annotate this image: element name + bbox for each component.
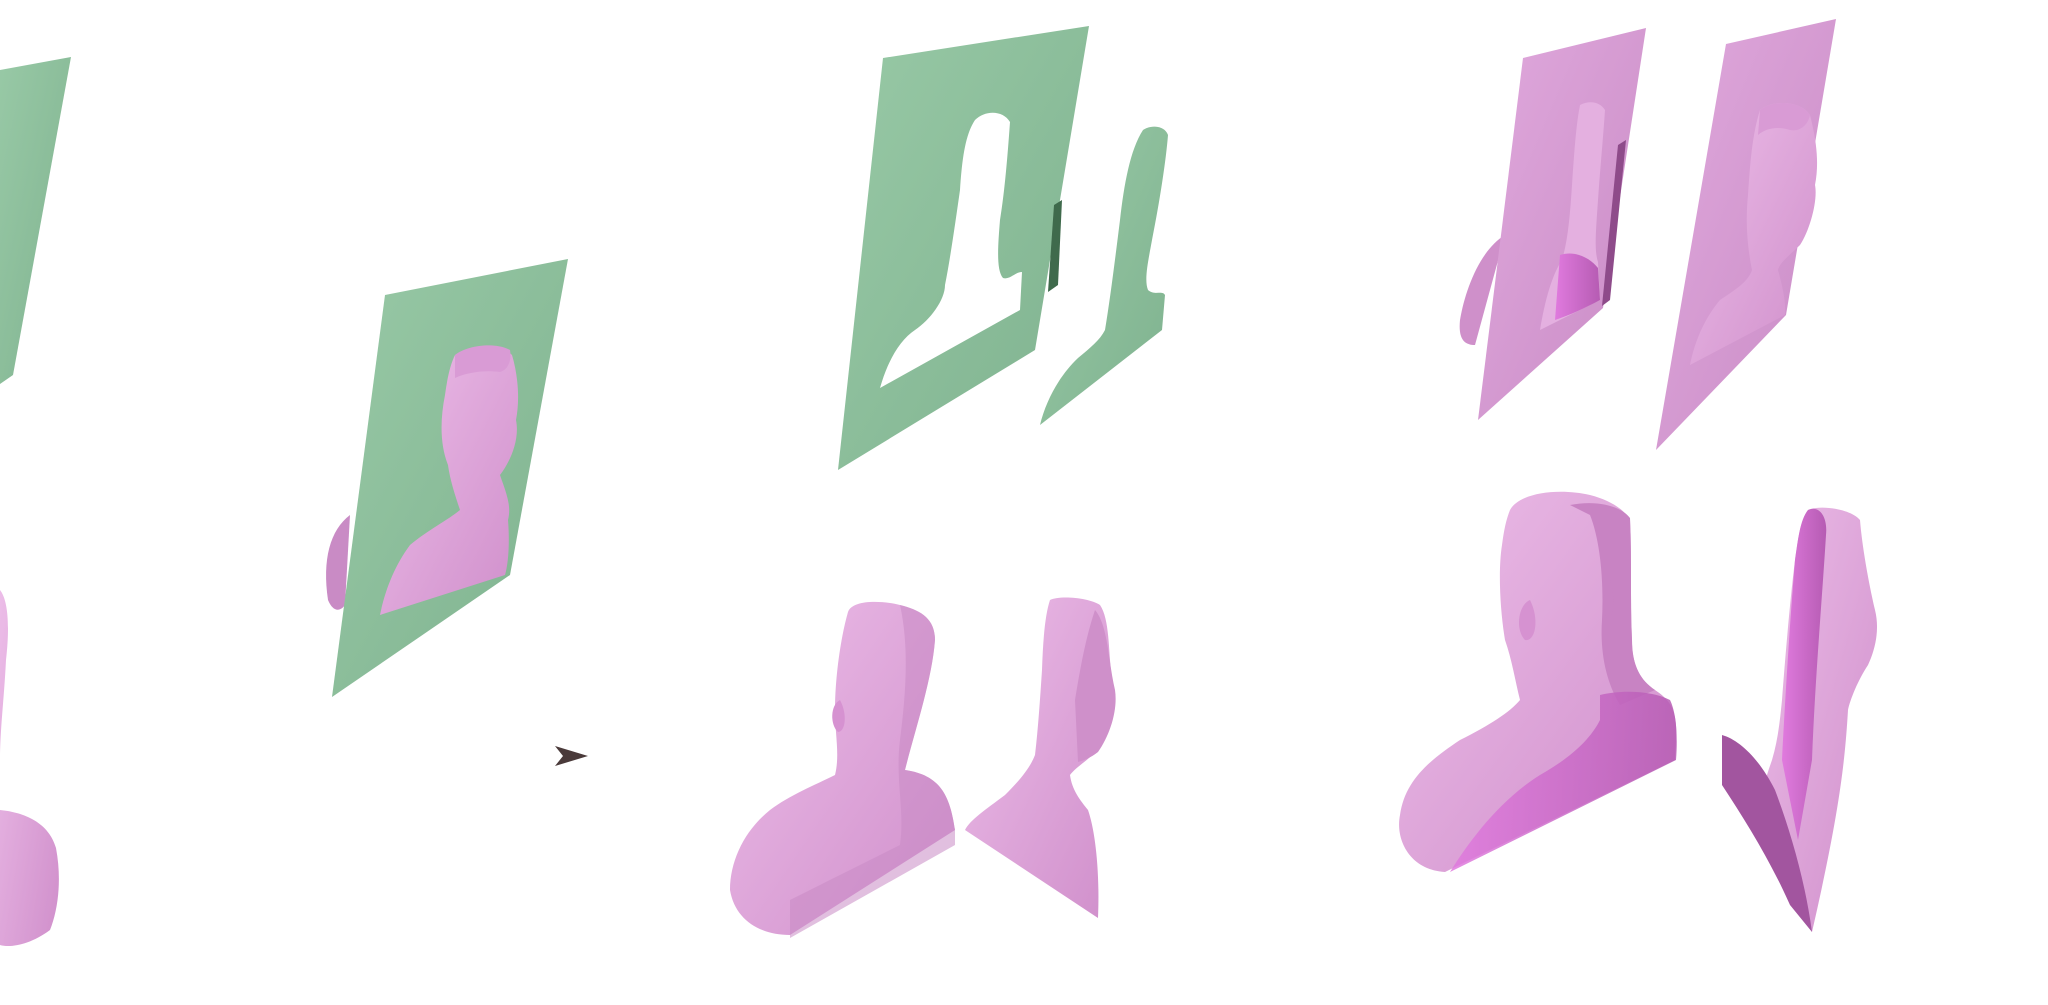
green-plane (0, 57, 71, 384)
bust-fragment (0, 590, 59, 947)
bust-half-left-cut (790, 605, 955, 938)
green-plane-with-bust-panel (326, 259, 568, 697)
input-plane-panel (0, 57, 71, 947)
pink-plane-right (1656, 19, 1836, 450)
right-arrow-icon (296, 746, 588, 766)
cut-bust-halves-panel (1399, 491, 1878, 932)
bust-right-slice (1758, 507, 1878, 932)
plane-edge-shadow (1048, 200, 1062, 292)
silhouette-cutout (880, 112, 1022, 388)
bust-in-right-plane (1690, 103, 1818, 366)
base-wedge (1722, 735, 1812, 932)
bust-hair (1758, 103, 1810, 135)
cut-highlight (1555, 253, 1600, 320)
ear-right (1603, 580, 1614, 620)
bust-half-right (965, 597, 1115, 918)
split-bust-halves-panel (730, 597, 1116, 938)
cut-face-strip (1782, 508, 1827, 840)
split-plane-cutouts-panel (838, 26, 1168, 470)
green-plane (332, 259, 568, 697)
bust-hair (455, 345, 511, 378)
cut-face-lower (1450, 691, 1677, 872)
plane-edge-shadow (1602, 140, 1626, 306)
bust-back-left (1459, 235, 1505, 345)
bust-front (380, 346, 519, 615)
green-silhouette-piece (1040, 126, 1168, 426)
pink-plane-left (1478, 28, 1646, 420)
ear (1518, 600, 1536, 641)
bust-back (326, 515, 350, 610)
face-profile (1075, 610, 1116, 762)
ear (832, 700, 845, 732)
pink-planes-with-bust-panel (1459, 19, 1836, 450)
